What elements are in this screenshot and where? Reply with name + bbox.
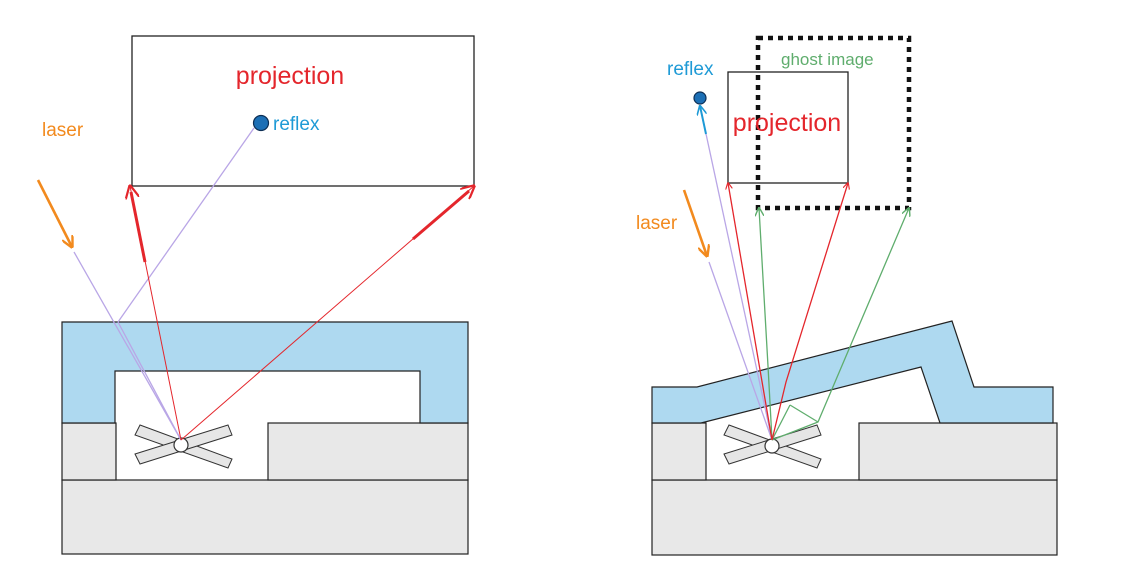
right-laser-label: laser <box>636 213 678 234</box>
right-reflex-ray <box>699 105 773 441</box>
right-ghost-image-label: ghost image <box>781 50 874 69</box>
left-projection-label: projection <box>236 62 344 90</box>
left-reflex-dot <box>252 114 270 132</box>
left-glass-cover <box>61 321 469 424</box>
left-panel: projection reflex laser <box>36 35 475 555</box>
left-projection-ray-right-bold <box>412 189 470 241</box>
right-laser-ray-in <box>708 261 773 441</box>
left-laser-ray-in <box>73 251 182 441</box>
left-laser-arrow <box>36 179 72 247</box>
right-substrate-left <box>651 422 707 481</box>
left-reflex-ray-outer <box>117 127 255 323</box>
right-projection-screen <box>727 71 849 184</box>
right-projection-ray-right <box>771 183 848 441</box>
right-base <box>651 479 1058 556</box>
right-reflex-ray-arrow <box>700 106 707 135</box>
left-projection-screen <box>131 35 475 187</box>
left-substrate-left <box>61 422 117 481</box>
right-laser-arrow <box>682 189 707 256</box>
left-substrate-right <box>267 422 469 481</box>
right-ghost-ray-left <box>759 208 773 441</box>
right-panel: ghost image projection reflex laser <box>636 35 1058 556</box>
right-mirror <box>723 424 822 469</box>
right-ghost-ray-mid <box>771 404 791 441</box>
right-reflex-dot <box>693 91 707 105</box>
right-ghost-ray-right <box>771 208 909 441</box>
right-glass-cover <box>651 320 1054 424</box>
right-projection-label: projection <box>733 109 841 137</box>
right-ghost-ray-mid2 <box>789 404 819 423</box>
right-projection-ray-left <box>728 183 773 441</box>
left-mirror <box>134 424 233 469</box>
left-projection-ray-left-bold <box>129 191 147 263</box>
left-reflex-label: reflex <box>273 114 320 135</box>
right-substrate-right <box>858 422 1058 481</box>
right-reflex-label: reflex <box>667 59 714 80</box>
left-base <box>61 479 469 555</box>
left-laser-label: laser <box>42 120 84 141</box>
left-reflex-ray <box>117 321 182 441</box>
